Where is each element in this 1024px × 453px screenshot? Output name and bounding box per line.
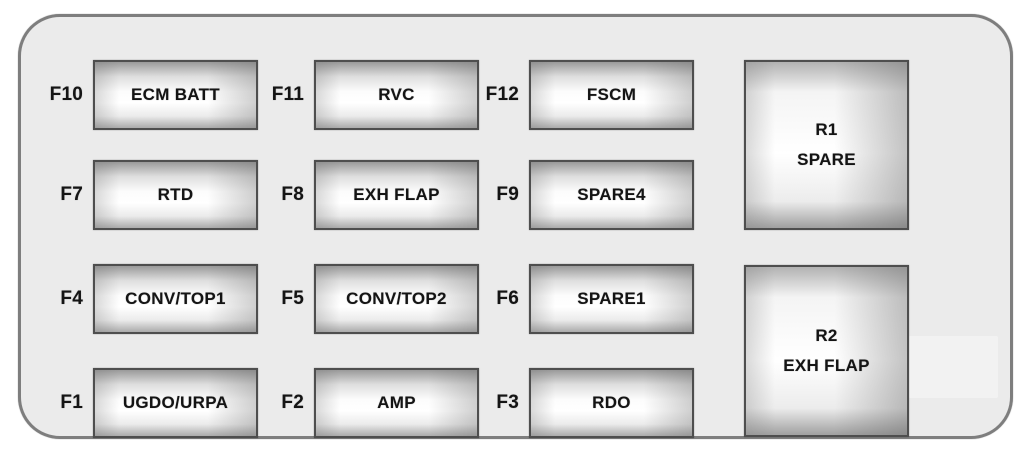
- fuse-slot-f8: F8 EXH FLAP: [254, 160, 479, 230]
- relay-label-r2: EXH FLAP: [783, 356, 870, 375]
- fuse-id-label-f3: F3: [496, 392, 519, 413]
- fuse-slot-f5: F5 CONV/TOP2: [254, 264, 479, 334]
- fuse-box-f6: SPARE1: [529, 264, 694, 334]
- fuse-slot-f2: F2 AMP: [254, 368, 479, 438]
- relay-id-label-r2: R2: [815, 326, 838, 345]
- fuse-id-label-f2: F2: [281, 392, 304, 413]
- fuse-slot-f12: F12 FSCM: [469, 60, 694, 130]
- fuse-box-f1: UGDO/URPA: [93, 368, 258, 438]
- faint-rectangle: [908, 336, 998, 398]
- fuse-slot-f1: F1 UGDO/URPA: [33, 368, 258, 438]
- fuse-id-label-f7: F7: [60, 184, 83, 205]
- fuse-box-f5: CONV/TOP2: [314, 264, 479, 334]
- fuse-box-f8: EXH FLAP: [314, 160, 479, 230]
- fuse-slot-f11: F11 RVC: [254, 60, 479, 130]
- fuse-slot-f3: F3 RDO: [469, 368, 694, 438]
- fuse-slot-f7: F7 RTD: [33, 160, 258, 230]
- fuse-box-f7: RTD: [93, 160, 258, 230]
- relay-box-r2: R2 EXH FLAP: [744, 265, 909, 437]
- fuse-box-f10: ECM BATT: [93, 60, 258, 130]
- fuse-id-label-f9: F9: [496, 184, 519, 205]
- fuse-id-label-f4: F4: [60, 288, 83, 309]
- relay-label-r1: SPARE: [797, 150, 856, 169]
- fuse-id-label-f12: F12: [485, 84, 519, 105]
- fuse-box-f11: RVC: [314, 60, 479, 130]
- relay-box-r1: R1 SPARE: [744, 60, 909, 230]
- fuse-box-f12: FSCM: [529, 60, 694, 130]
- fuse-slot-f10: F10 ECM BATT: [33, 60, 258, 130]
- fuse-box-f9: SPARE4: [529, 160, 694, 230]
- fuse-id-label-f6: F6: [496, 288, 519, 309]
- fuse-box-f3: RDO: [529, 368, 694, 438]
- fuse-slot-f4: F4 CONV/TOP1: [33, 264, 258, 334]
- fuse-id-label-f8: F8: [281, 184, 304, 205]
- relay-id-label-r1: R1: [815, 120, 838, 139]
- fuse-id-label-f11: F11: [271, 84, 304, 105]
- fuse-id-label-f1: F1: [60, 392, 83, 413]
- fuse-slot-f9: F9 SPARE4: [469, 160, 694, 230]
- fuse-slot-f6: F6 SPARE1: [469, 264, 694, 334]
- fuse-id-label-f10: F10: [49, 84, 83, 105]
- fuse-box-f2: AMP: [314, 368, 479, 438]
- fuse-box-f4: CONV/TOP1: [93, 264, 258, 334]
- fuse-panel: F10 ECM BATT F11 RVC F12 FSCM F7 RTD F8 …: [18, 14, 1013, 439]
- fuse-id-label-f5: F5: [281, 288, 304, 309]
